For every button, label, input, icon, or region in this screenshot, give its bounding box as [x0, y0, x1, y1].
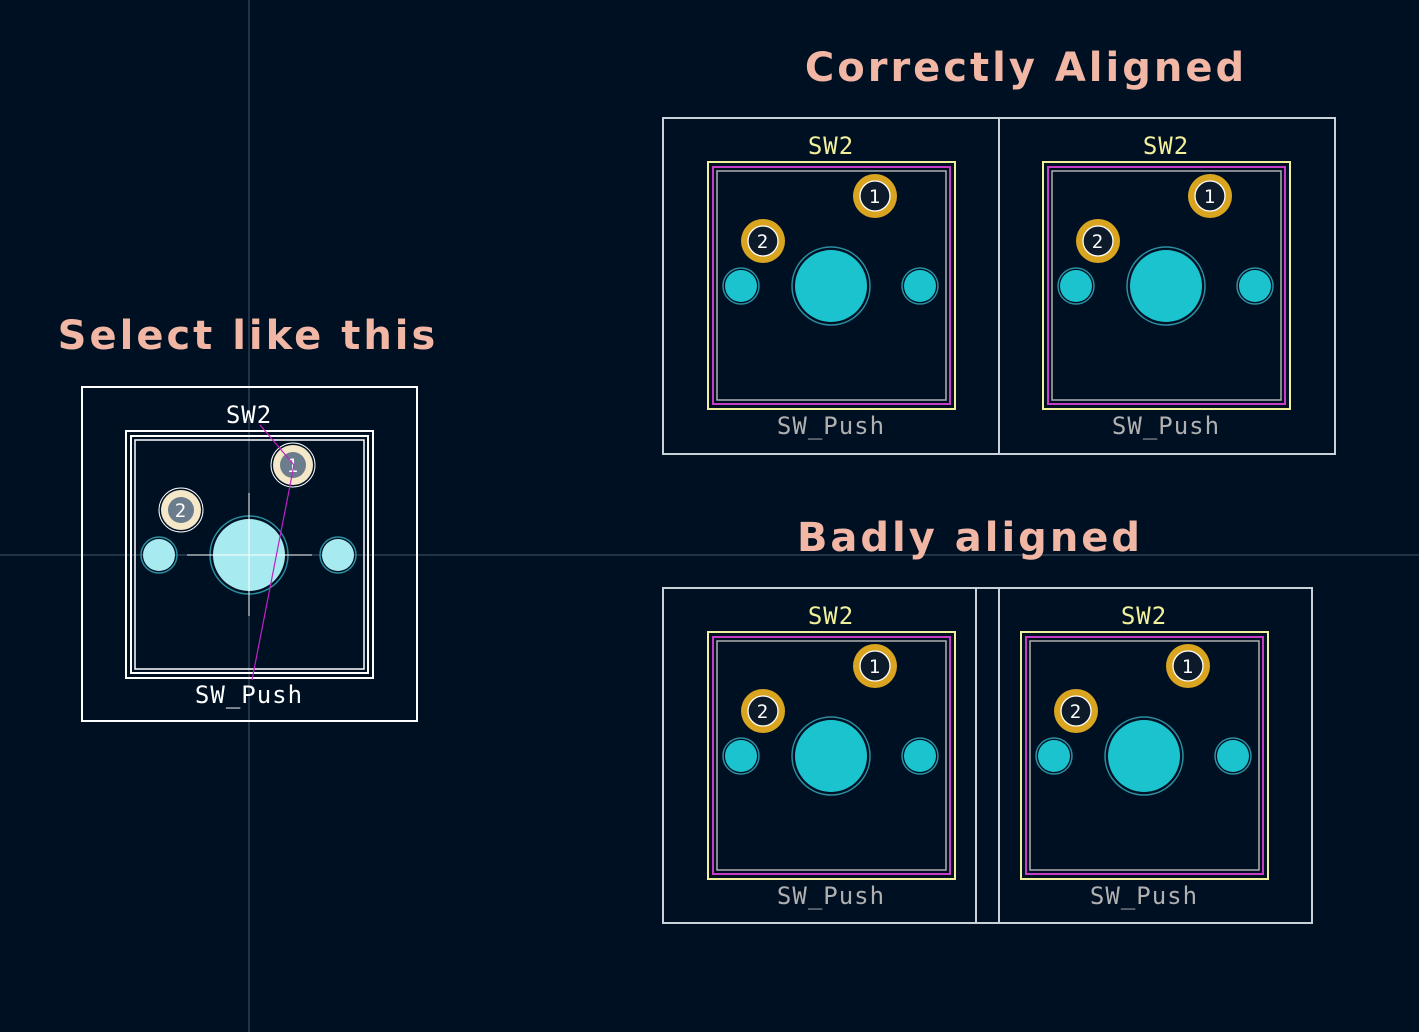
pad-2-number: 2 — [1092, 231, 1104, 253]
reference-label: SW2 — [808, 602, 854, 630]
courtyard-outline — [130, 435, 369, 674]
reference-label: SW2 — [226, 401, 272, 429]
left-hole — [143, 539, 175, 571]
pad-2-drill — [747, 225, 779, 257]
right-hole-ring — [319, 536, 357, 574]
pad-1-drill — [859, 650, 891, 682]
pad-2-drill — [747, 695, 779, 727]
pad-2-drill — [1082, 225, 1114, 257]
heading-select-like-this: Select like this — [57, 313, 439, 359]
courtyard-outline — [712, 166, 951, 405]
pad-1-drill — [1172, 650, 1204, 682]
left-hole — [1060, 270, 1092, 302]
value-label: SW_Push — [1090, 882, 1198, 910]
value-label: SW_Push — [1112, 412, 1220, 440]
pad-1-number: 1 — [869, 656, 881, 678]
pad-1-drill — [1194, 180, 1226, 212]
silkscreen-outline — [707, 161, 956, 410]
left-hole-ring — [722, 267, 760, 305]
left-hole-ring — [140, 536, 178, 574]
center-hole — [1130, 250, 1202, 322]
bad-cell-gap — [975, 587, 1000, 924]
value-label: SW_Push — [777, 882, 885, 910]
fab-outline — [716, 170, 947, 401]
left-hole — [1038, 740, 1070, 772]
pad-2-number: 2 — [175, 500, 187, 522]
right-hole — [904, 270, 936, 302]
value-label: SW_Push — [777, 412, 885, 440]
center-hole-ring — [791, 716, 871, 796]
pad-1-number: 1 — [1204, 186, 1216, 208]
silkscreen-outline — [1042, 161, 1291, 410]
right-hole-ring — [901, 267, 939, 305]
fab-outline — [716, 640, 947, 871]
left-hole-ring — [1035, 737, 1073, 775]
selection-bounding-box — [81, 386, 418, 722]
fab-outline — [1029, 640, 1260, 871]
right-hole — [904, 740, 936, 772]
silkscreen-outline — [1020, 631, 1269, 880]
pad-1-drill — [859, 180, 891, 212]
pad-1-number: 1 — [287, 455, 299, 477]
reference-label: SW2 — [1143, 132, 1189, 160]
silkscreen-outline — [125, 430, 374, 679]
heading-correctly-aligned: Correctly Aligned — [804, 45, 1248, 91]
pad-1-number: 1 — [869, 186, 881, 208]
silkscreen-outline — [707, 631, 956, 880]
courtyard-outline — [712, 636, 951, 875]
right-hole-ring — [901, 737, 939, 775]
center-hole-ring — [1104, 716, 1184, 796]
pad-2-number: 2 — [757, 231, 769, 253]
fab-outline — [1051, 170, 1282, 401]
right-hole — [1217, 740, 1249, 772]
center-hole — [1108, 720, 1180, 792]
pad-2-drill — [168, 497, 194, 523]
pad-2-number: 2 — [757, 701, 769, 723]
left-hole-ring — [722, 737, 760, 775]
right-hole — [1239, 270, 1271, 302]
heading-badly-aligned: Badly aligned — [796, 515, 1144, 561]
center-hole-ring — [791, 246, 871, 326]
pad-2-drill — [1060, 695, 1092, 727]
value-label: SW_Push — [195, 681, 303, 709]
ratsnest-line-2 — [251, 464, 295, 681]
left-hole-ring — [1057, 267, 1095, 305]
center-hole-ring — [1126, 246, 1206, 326]
pad-2-number: 2 — [1070, 701, 1082, 723]
left-hole — [725, 270, 757, 302]
reference-label: SW2 — [808, 132, 854, 160]
reference-label: SW2 — [1121, 602, 1167, 630]
courtyard-outline — [1025, 636, 1264, 875]
center-hole — [795, 250, 867, 322]
bad-cell-right — [998, 587, 1313, 924]
right-hole — [322, 539, 354, 571]
pad-1-drill — [280, 452, 306, 478]
pad-1-outline — [270, 442, 316, 488]
right-hole-ring — [1236, 267, 1274, 305]
right-hole-ring — [1214, 737, 1252, 775]
courtyard-outline — [1047, 166, 1286, 405]
left-hole — [725, 740, 757, 772]
center-hole — [795, 720, 867, 792]
pad-1-number: 1 — [1182, 656, 1194, 678]
ratsnest-line-1 — [259, 424, 295, 466]
pad-2-outline — [158, 487, 204, 533]
correct-cell-right — [998, 117, 1336, 455]
fab-outline — [134, 439, 365, 670]
